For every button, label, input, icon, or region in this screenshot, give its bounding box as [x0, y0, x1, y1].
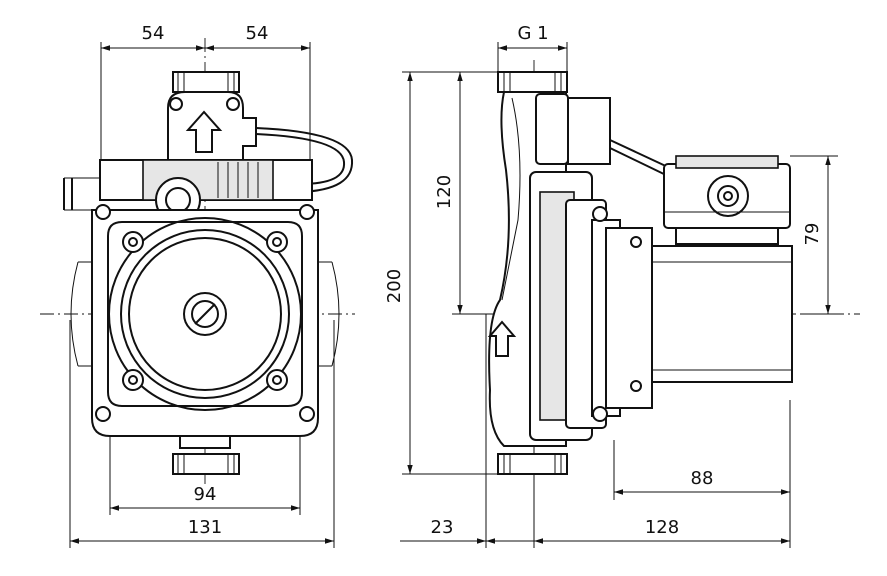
- dim-front-top-right: 54: [246, 23, 269, 44]
- dim-front-top-left: 54: [142, 23, 165, 44]
- dim-side-motor-height: 79: [802, 223, 823, 246]
- front-view: 54 54 94 131: [40, 23, 355, 548]
- dim-side-height-overall: 200: [384, 269, 405, 303]
- dim-side-height-upper: 120: [434, 175, 455, 209]
- dim-front-inner-width: 94: [194, 484, 217, 505]
- dim-side-depth-right: 128: [645, 517, 679, 538]
- dim-front-overall-width: 131: [188, 517, 222, 538]
- side-view: G 1 200 120 79 88 23 128: [384, 23, 860, 548]
- dim-side-thread: G 1: [517, 23, 548, 44]
- dim-side-offset-left: 23: [431, 517, 454, 538]
- dim-side-motor-depth: 88: [691, 468, 714, 489]
